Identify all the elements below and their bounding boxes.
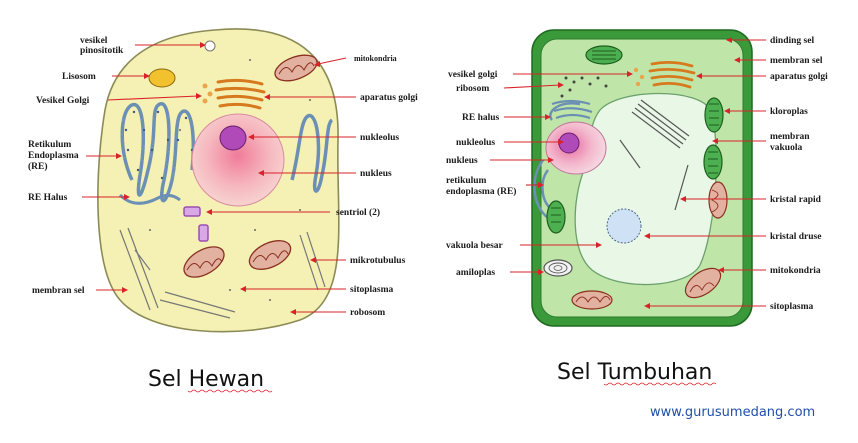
label-kloroplas: kloroplas — [770, 107, 808, 117]
plant-golgi-apparatus — [648, 61, 696, 89]
plant-druse-crystal — [606, 208, 642, 244]
label-nukleus-plant: nukleus — [446, 156, 478, 166]
plant-chloroplasts — [546, 45, 724, 234]
label-vesikel-golgi: Vesikel Golgi — [36, 96, 90, 106]
label-pinositotik: pinositotik — [80, 46, 124, 56]
plant-smooth-er — [551, 99, 593, 120]
caption-plant-cell: Sel Tumbuhan — [557, 360, 712, 385]
animal-mitochondria — [183, 54, 318, 278]
plant-arrows — [490, 37, 766, 309]
label-mitokondria-plant: mitokondria — [770, 266, 821, 276]
animal-nucleolus — [219, 125, 247, 151]
label-endoplasma-re-plant: endoplasma (RE) — [446, 186, 516, 197]
label-kristal-druse: kristal druse — [770, 232, 821, 242]
plant-mitochondria — [571, 181, 728, 310]
caption-animal-spellcheck-underline — [187, 389, 273, 393]
plant-golgi-vesicles — [633, 67, 645, 87]
label-re-halus-plant: RE halus — [462, 113, 500, 123]
lysosome — [148, 68, 176, 88]
label-membran-vakuola-2: vakuola — [770, 143, 802, 153]
label-retikulum: Retikulum — [28, 140, 71, 150]
plant-raphide-crystals — [619, 99, 690, 211]
label-re-halus: RE Halus — [28, 193, 68, 203]
label-nukleolus-plant: nukleolus — [456, 138, 495, 148]
animal-rough-er-left — [120, 102, 196, 203]
label-membran-sel-plant: membran sel — [770, 56, 823, 66]
label-vesikel: vesikel — [80, 36, 108, 46]
animal-golgi-vesicles — [202, 83, 213, 104]
plant-amyloplast — [543, 259, 573, 277]
label-membran-vakuola-1: membran — [770, 132, 810, 142]
label-re: (RE) — [28, 161, 48, 172]
label-sentriol: sentriol (2) — [336, 207, 380, 218]
label-endoplasma: Endoplasma — [28, 151, 79, 161]
plant-labels: vesikel golgi ribosom RE halus nukleolus… — [446, 36, 828, 312]
label-robosom: robosom — [350, 308, 385, 318]
pinocytotic-vesicle — [204, 40, 216, 52]
label-dinding-sel: dinding sel — [770, 36, 814, 46]
plant-ribosomes — [560, 76, 608, 98]
label-lisosom: Lisosom — [62, 72, 96, 82]
animal-arrows — [82, 42, 356, 315]
label-retikulum-plant: retikulum — [446, 176, 487, 186]
label-kristal-rapid: kristal rapid — [770, 195, 822, 205]
label-sitoplasma: sitoplasma — [350, 285, 394, 295]
label-amiloplas: amiloplas — [456, 268, 495, 278]
label-aparatus-golgi: aparatus golgi — [360, 93, 418, 103]
label-aparatus-golgi-plant: aparatus golgi — [770, 72, 828, 82]
animal-smooth-er — [118, 193, 181, 205]
animal-ribosome-dots — [149, 59, 311, 301]
label-membran-sel: membran sel — [32, 286, 85, 296]
caption-animal-cell: Sel Hewan — [148, 367, 264, 392]
label-ribosom: ribosom — [456, 84, 489, 94]
plant-cell — [531, 29, 753, 327]
label-vakuola-besar: vakuola besar — [446, 241, 504, 251]
label-mitokondria: mitokondria — [354, 54, 397, 63]
watermark-url: www.gurusumedang.com — [650, 405, 815, 420]
animal-golgi-apparatus — [214, 78, 266, 110]
label-nukleolus: nukleolus — [360, 133, 399, 143]
label-nukleus: nukleus — [360, 169, 392, 179]
label-sitoplasma-plant: sitoplasma — [770, 302, 814, 312]
animal-rough-er-dots — [124, 110, 194, 180]
animal-rough-er-right — [290, 114, 334, 193]
animal-labels: vesikel pinositotik Lisosom Vesikel Golg… — [28, 36, 418, 318]
animal-centrioles — [183, 206, 209, 242]
label-vesikel-golgi-plant: vesikel golgi — [448, 70, 498, 80]
animal-cell — [97, 28, 340, 333]
caption-plant-spellcheck-underline — [603, 382, 717, 386]
label-mikrotubulus: mikrotubulus — [350, 256, 406, 266]
